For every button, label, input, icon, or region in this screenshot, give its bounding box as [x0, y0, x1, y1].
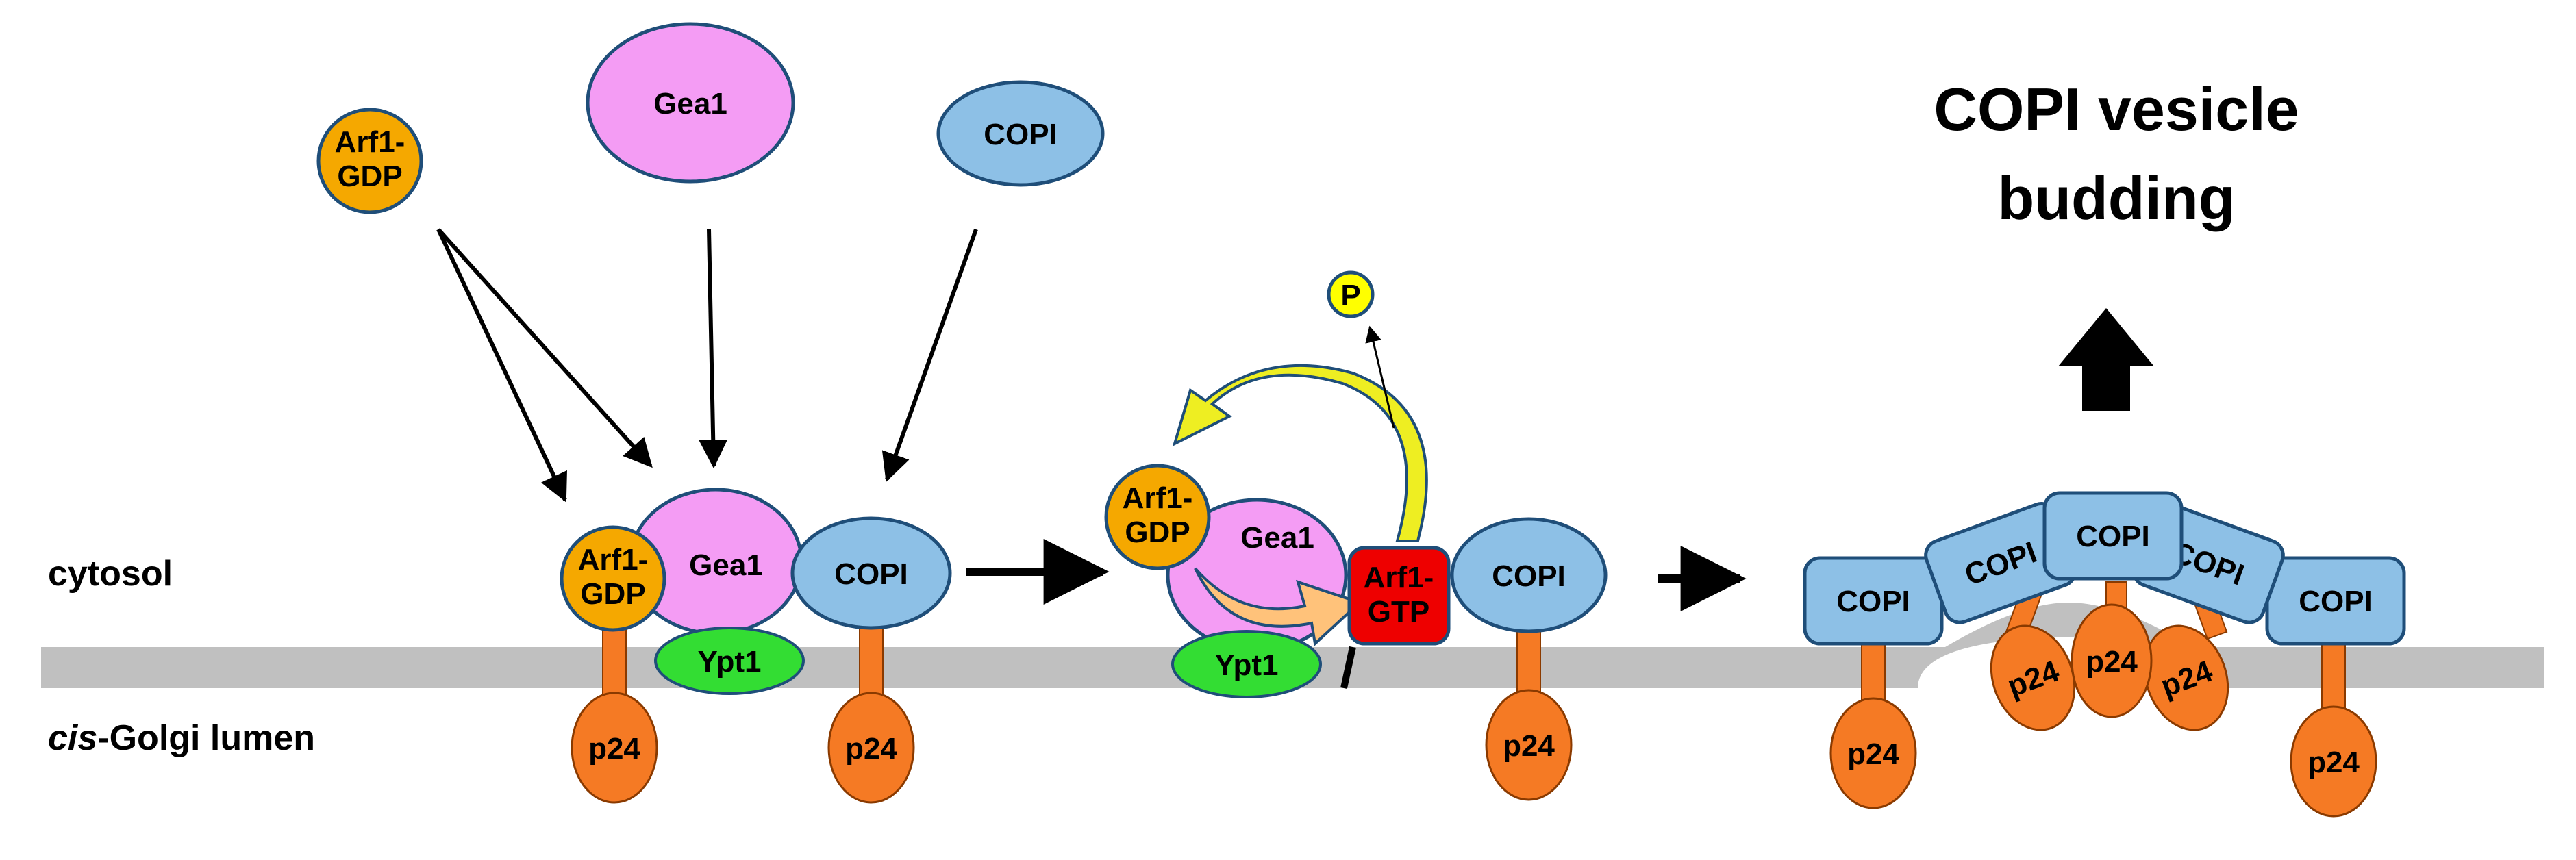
bud-p24-left: p24	[1829, 626, 1917, 809]
free-gea1: Gea1	[586, 22, 795, 184]
budding-up-arrow	[2058, 308, 2154, 411]
stage2-arf1-gtp: Arf1- GTP	[1347, 546, 1451, 646]
lumen-label: cis-Golgi lumen	[48, 718, 315, 758]
bud-p24-inner-left: p24	[1990, 624, 2076, 731]
stage1-arf1-gdp: Arf1- GDP	[560, 525, 666, 632]
svg-text:COPI: COPI	[984, 118, 1058, 151]
svg-text:p24: p24	[845, 732, 897, 766]
stage2-ypt1: Ypt1	[1171, 630, 1322, 698]
recruit-arrow-arf-2	[436, 227, 653, 468]
svg-text:p24: p24	[588, 732, 640, 766]
svg-text:Gea1: Gea1	[1240, 521, 1314, 555]
arf1-gtp-anchor	[1340, 646, 1356, 690]
free-arf1-gdp: Arf1- GDP	[316, 108, 423, 214]
svg-text:Ypt1: Ypt1	[1215, 648, 1279, 682]
recruit-arrow-copi	[881, 228, 978, 482]
recycle-arrow	[1172, 364, 1428, 542]
recruit-arrow-arf-1	[436, 228, 567, 503]
svg-text:GTP: GTP	[1368, 595, 1429, 629]
svg-text:p24: p24	[2308, 746, 2360, 779]
bud-p24-inner-right: p24	[2143, 624, 2229, 731]
cytosol-label: cytosol	[48, 554, 173, 594]
svg-text:p24: p24	[1847, 737, 1899, 771]
svg-text:COPI: COPI	[2076, 520, 2150, 553]
svg-text:Gea1: Gea1	[653, 87, 727, 121]
svg-text:Arf1-: Arf1-	[335, 125, 405, 159]
svg-text:GDP: GDP	[1125, 516, 1190, 549]
stage2-copi: COPI	[1450, 517, 1608, 633]
svg-text:Arf1-: Arf1-	[578, 543, 649, 577]
bud-p24-inner-center: p24	[2071, 603, 2153, 718]
svg-text:COPI: COPI	[834, 557, 908, 591]
free-copi: COPI	[936, 80, 1105, 187]
phosphate-release-arrow	[1365, 325, 1395, 429]
stage1-copi-p24: p24	[827, 612, 915, 804]
stage1-ypt1: Ypt1	[654, 627, 805, 695]
svg-text:COPI: COPI	[1836, 585, 1910, 618]
svg-text:GDP: GDP	[337, 160, 402, 193]
svg-text:Ypt1: Ypt1	[698, 645, 762, 679]
svg-text:Arf1-: Arf1-	[1123, 481, 1193, 515]
stage1-arf-p24: p24	[571, 612, 658, 804]
svg-text:COPI: COPI	[1492, 559, 1566, 593]
coat-copi-2: COPI	[1924, 502, 2077, 624]
svg-text:p24: p24	[2086, 645, 2138, 679]
svg-text:Gea1: Gea1	[689, 548, 763, 582]
svg-text:P: P	[1340, 279, 1360, 312]
coat-copi-3: COPI	[2042, 491, 2184, 581]
svg-text:Arf1-: Arf1-	[1364, 561, 1434, 594]
exchange-arrow	[1194, 567, 1362, 646]
title-line-2: budding	[1998, 164, 2236, 232]
stage1-copi: COPI	[790, 516, 952, 630]
svg-text:p24: p24	[1503, 729, 1555, 763]
phosphate: P	[1327, 270, 1375, 318]
svg-text:GDP: GDP	[580, 577, 645, 611]
recruit-arrow-gea1	[699, 229, 728, 469]
svg-text:COPI: COPI	[2299, 585, 2373, 618]
stage2-copi-p24: p24	[1485, 616, 1573, 801]
stage2-arf1-gdp: Arf1- GDP	[1104, 464, 1211, 570]
coat-copi-1: COPI	[1803, 556, 1944, 646]
coat-copi-5: COPI	[2265, 556, 2406, 646]
title-line-1: COPI vesicle	[1934, 75, 2299, 143]
